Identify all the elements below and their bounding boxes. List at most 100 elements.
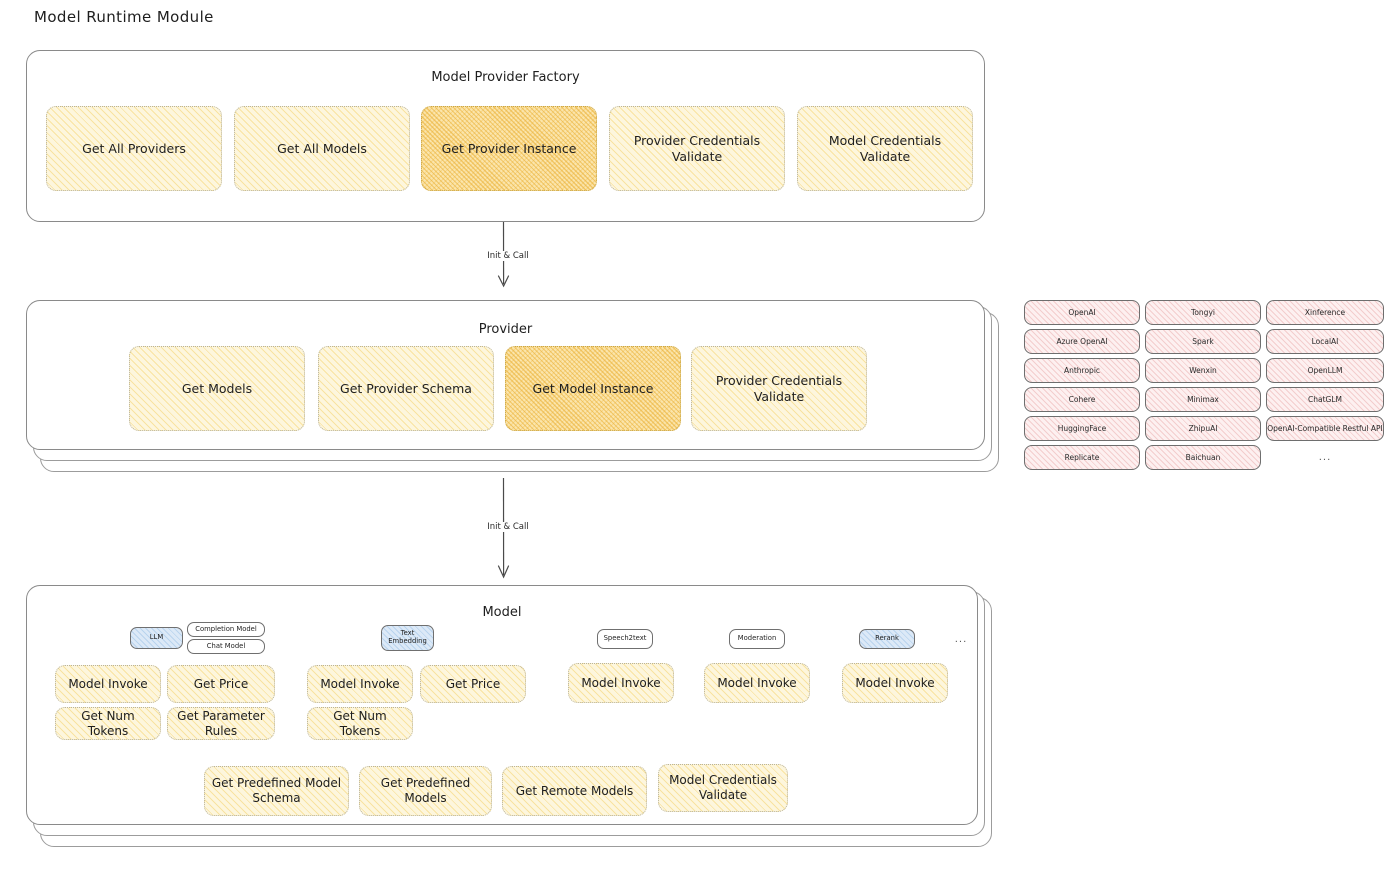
node-label: Get Price bbox=[193, 676, 249, 691]
model-type-badge-text-embedding[interactable]: Text Embedding bbox=[381, 625, 434, 651]
pill-label: LocalAI bbox=[1311, 337, 1339, 346]
moderation-op-model-invoke[interactable]: Model Invoke bbox=[704, 663, 810, 703]
pill-label: Cohere bbox=[1068, 395, 1096, 404]
provider-pill-openai[interactable]: OpenAI bbox=[1024, 300, 1140, 325]
node-label: Model Invoke bbox=[320, 676, 400, 691]
arrow-label-init-call-2: Init & Call bbox=[462, 522, 554, 532]
model-provider-factory-title: Model Provider Factory bbox=[431, 70, 580, 85]
llm-op-get-price[interactable]: Get Price bbox=[167, 665, 275, 703]
provider-pill-chatglm[interactable]: ChatGLM bbox=[1266, 387, 1384, 412]
node-label: Get Predefined Model Schema bbox=[211, 776, 342, 805]
pill-label: Azure OpenAI bbox=[1056, 337, 1108, 346]
node-label: Get Model Instance bbox=[532, 380, 654, 396]
node-label: Get Num Tokens bbox=[333, 708, 387, 738]
model-container: Model LLM Completion Model Chat Model Te… bbox=[26, 585, 978, 825]
provider-node-provider-credentials-validate[interactable]: Provider Credentials Validate bbox=[691, 346, 867, 431]
provider-pill-replicate[interactable]: Replicate bbox=[1024, 445, 1140, 470]
provider-list-more: ... bbox=[1318, 452, 1332, 463]
pill-label: Anthropic bbox=[1063, 366, 1101, 375]
model-type-badge-moderation[interactable]: Moderation bbox=[729, 629, 785, 649]
node-label: Get Remote Models bbox=[515, 783, 634, 798]
pill-label: Tongyi bbox=[1191, 308, 1215, 317]
model-type-badge-llm[interactable]: LLM bbox=[130, 627, 183, 649]
factory-node-provider-credentials-validate[interactable]: Provider Credentials Validate bbox=[609, 106, 785, 191]
provider-pill-zhipuai[interactable]: ZhipuAI bbox=[1145, 416, 1261, 441]
provider-pill-openllm[interactable]: OpenLLM bbox=[1266, 358, 1384, 383]
node-label: Get Price bbox=[445, 676, 501, 691]
badge-label: Rerank bbox=[875, 634, 899, 643]
rerank-op-model-invoke[interactable]: Model Invoke bbox=[842, 663, 948, 703]
provider-pill-huggingface[interactable]: HuggingFace bbox=[1024, 416, 1140, 441]
model-type-badge-speech2text[interactable]: Speech2text bbox=[597, 629, 653, 649]
provider-pill-azure-openai[interactable]: Azure OpenAI bbox=[1024, 329, 1140, 354]
text-embedding-op-get-price[interactable]: Get Price bbox=[420, 665, 526, 703]
pill-label: Wenxin bbox=[1189, 366, 1217, 375]
arrow-label-init-call-1: Init & Call bbox=[462, 251, 554, 261]
node-label: Provider Credentials Validate bbox=[715, 372, 843, 404]
provider-pill-anthropic[interactable]: Anthropic bbox=[1024, 358, 1140, 383]
factory-node-get-all-providers[interactable]: Get All Providers bbox=[46, 106, 222, 191]
arrow-provider-to-model bbox=[497, 478, 510, 579]
pill-label: Spark bbox=[1192, 337, 1214, 346]
badge-label: Chat Model bbox=[206, 641, 246, 650]
node-label: Model Invoke bbox=[68, 676, 148, 691]
provider-pill-xinference[interactable]: Xinference bbox=[1266, 300, 1384, 325]
node-label: Get Models bbox=[181, 380, 253, 396]
pill-label: OpenAI-Compatible Restful API bbox=[1267, 424, 1383, 433]
provider-pill-cohere[interactable]: Cohere bbox=[1024, 387, 1140, 412]
pill-label: ZhipuAI bbox=[1188, 424, 1218, 433]
provider-pill-spark[interactable]: Spark bbox=[1145, 329, 1261, 354]
model-types-more: ... bbox=[954, 634, 968, 645]
factory-node-model-credentials-validate[interactable]: Model Credentials Validate bbox=[797, 106, 973, 191]
provider-node-get-provider-schema[interactable]: Get Provider Schema bbox=[318, 346, 494, 431]
speech2text-op-model-invoke[interactable]: Model Invoke bbox=[568, 663, 674, 703]
provider-pill-wenxin[interactable]: Wenxin bbox=[1145, 358, 1261, 383]
provider-node-get-model-instance[interactable]: Get Model Instance bbox=[505, 346, 681, 431]
node-label: Get Provider Schema bbox=[340, 380, 472, 396]
badge-label: Text Embedding bbox=[388, 629, 427, 645]
badge-label: Speech2text bbox=[603, 634, 647, 643]
model-common-op-model-credentials-validate[interactable]: Model Credentials Validate bbox=[658, 764, 788, 812]
model-sub-badge-completion-model[interactable]: Completion Model bbox=[187, 622, 265, 637]
provider-pill-openai-compatible-restful-api[interactable]: OpenAI-Compatible Restful API bbox=[1266, 416, 1384, 441]
node-label: Model Invoke bbox=[717, 675, 797, 690]
node-label: Get All Models bbox=[277, 140, 367, 156]
page-title: Model Runtime Module bbox=[34, 8, 214, 26]
badge-label: LLM bbox=[149, 633, 164, 642]
node-label: Model Invoke bbox=[855, 675, 935, 690]
model-title: Model bbox=[482, 605, 522, 620]
factory-node-get-provider-instance[interactable]: Get Provider Instance bbox=[421, 106, 597, 191]
pill-label: Baichuan bbox=[1185, 453, 1221, 462]
node-label: Get Num Tokens bbox=[81, 708, 135, 738]
pill-label: Replicate bbox=[1064, 453, 1100, 462]
llm-op-get-parameter-rules[interactable]: Get Parameter Rules bbox=[167, 707, 275, 740]
model-common-op-get-predefined-model-schema[interactable]: Get Predefined Model Schema bbox=[204, 766, 349, 816]
model-sub-badge-chat-model[interactable]: Chat Model bbox=[187, 639, 265, 654]
model-type-badge-rerank[interactable]: Rerank bbox=[859, 629, 915, 649]
text-embedding-op-get-num-tokens[interactable]: Get Num Tokens bbox=[307, 707, 413, 740]
provider-container: Provider Get Models Get Provider Schema … bbox=[26, 300, 985, 450]
provider-node-get-models[interactable]: Get Models bbox=[129, 346, 305, 431]
badge-label: Completion Model bbox=[195, 624, 257, 633]
factory-node-get-all-models[interactable]: Get All Models bbox=[234, 106, 410, 191]
badge-label: Moderation bbox=[737, 634, 777, 643]
node-label: Model Invoke bbox=[581, 675, 661, 690]
node-label: Model Credentials Validate bbox=[669, 773, 777, 802]
llm-op-get-num-tokens[interactable]: Get Num Tokens bbox=[55, 707, 161, 740]
model-common-op-get-predefined-models[interactable]: Get Predefined Models bbox=[359, 766, 492, 816]
pill-label: Xinference bbox=[1304, 308, 1346, 317]
node-label: Provider Credentials Validate bbox=[633, 132, 761, 164]
node-label: Get Predefined Models bbox=[380, 776, 471, 805]
model-provider-factory-container: Model Provider Factory Get All Providers… bbox=[26, 50, 985, 222]
model-common-op-get-remote-models[interactable]: Get Remote Models bbox=[502, 766, 647, 816]
pill-label: OpenLLM bbox=[1307, 366, 1343, 375]
llm-op-model-invoke[interactable]: Model Invoke bbox=[55, 665, 161, 703]
provider-pill-minimax[interactable]: Minimax bbox=[1145, 387, 1261, 412]
node-label: Get Parameter Rules bbox=[177, 708, 265, 738]
text-embedding-op-model-invoke[interactable]: Model Invoke bbox=[307, 665, 413, 703]
provider-pill-localai[interactable]: LocalAI bbox=[1266, 329, 1384, 354]
node-label: Model Credentials Validate bbox=[828, 132, 942, 164]
provider-pill-baichuan[interactable]: Baichuan bbox=[1145, 445, 1261, 470]
node-label: Get Provider Instance bbox=[441, 140, 577, 156]
provider-pill-tongyi[interactable]: Tongyi bbox=[1145, 300, 1261, 325]
